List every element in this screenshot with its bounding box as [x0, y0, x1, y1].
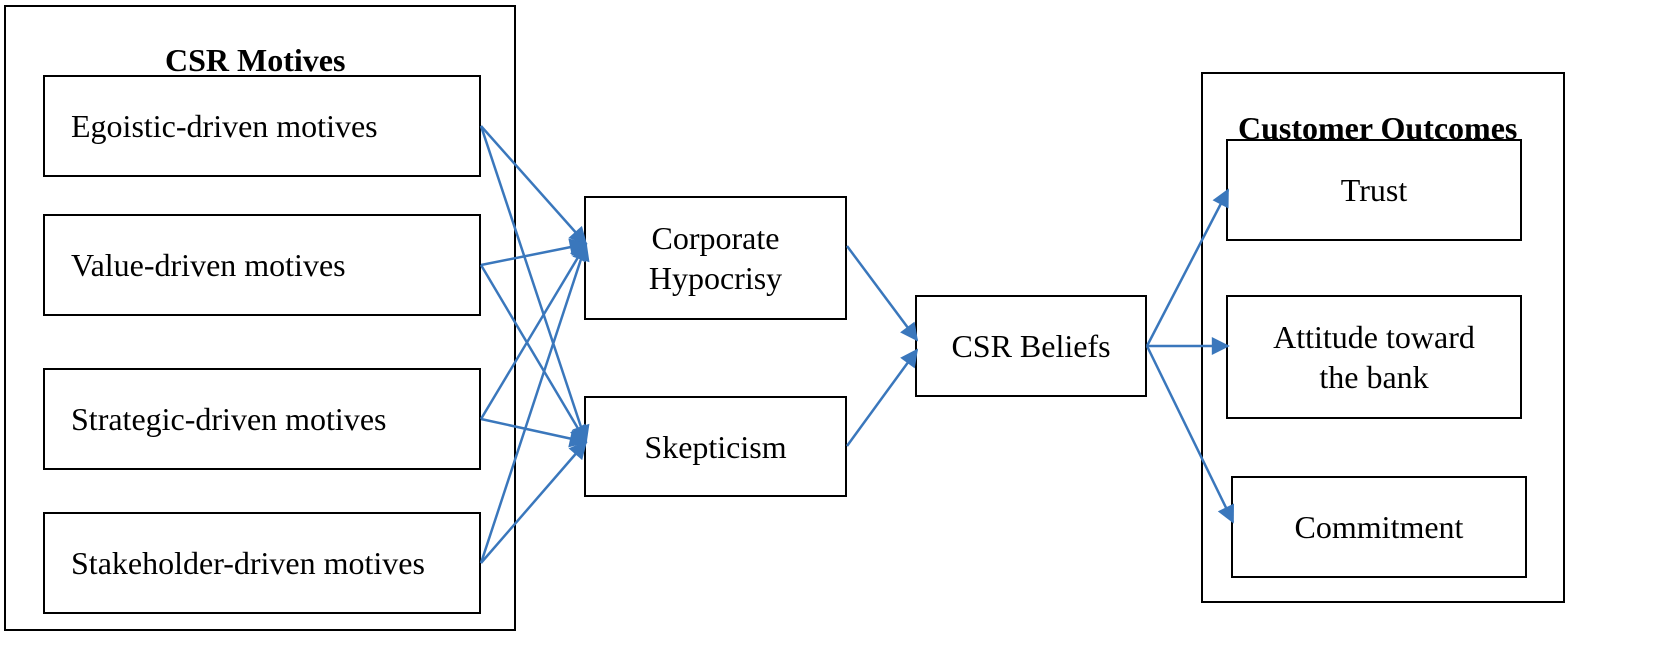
attitude-line-2: the bank [1319, 359, 1429, 395]
value-motives-box: Value-driven motives [43, 214, 481, 316]
arrow-value-to-skepticism [479, 264, 588, 444]
arrow-value-to-hypocrisy [480, 238, 588, 267]
commitment-label: Commitment [1294, 509, 1464, 545]
arrow-beliefs-to-trust [1145, 188, 1230, 347]
csr-beliefs-box: CSR Beliefs [915, 295, 1147, 397]
arrow-egoistic-to-hypocrisy [480, 125, 588, 246]
corporate-hypocrisy-line-2: Hypocrisy [648, 260, 783, 296]
value-motives-label: Value-driven motives [71, 247, 346, 283]
strategic-motives-box: Strategic-driven motives [43, 368, 481, 470]
egoistic-motives-label: Egoistic-driven motives [71, 108, 378, 144]
customer-outcomes-group [1201, 72, 1565, 603]
trust-label: Trust [1340, 172, 1408, 208]
arrow-hypocrisy-to-beliefs [845, 245, 919, 342]
strategic-motives-label: Strategic-driven motives [71, 401, 387, 437]
arrow-strategic-to-hypocrisy [479, 242, 588, 420]
attitude-box: Attitude toward the bank [1226, 295, 1522, 419]
arrow-skepticism-to-beliefs [845, 348, 919, 447]
egoistic-motives-box: Egoistic-driven motives [43, 75, 481, 177]
attitude-line-1: Attitude toward [1273, 319, 1475, 355]
corporate-hypocrisy-line-1: Corporate [651, 220, 780, 256]
skepticism-box: Skepticism [584, 396, 847, 497]
arrow-stakeholder-to-hypocrisy [479, 242, 590, 564]
csr-beliefs-label: CSR Beliefs [951, 328, 1111, 364]
skepticism-label: Skepticism [644, 428, 787, 465]
stakeholder-motives-box: Stakeholder-driven motives [43, 512, 481, 614]
arrow-beliefs-to-commitment [1145, 345, 1235, 524]
commitment-box: Commitment [1231, 476, 1527, 578]
trust-box: Trust [1226, 139, 1522, 241]
csr-motives-title: CSR Motives [165, 42, 346, 78]
stakeholder-motives-label: Stakeholder-driven motives [71, 545, 425, 581]
arrow-strategic-to-skepticism [480, 417, 588, 448]
arrow-egoistic-to-skepticism [479, 125, 590, 444]
csr-motives-group [4, 5, 516, 631]
arrow-stakeholder-to-skepticism [480, 440, 588, 564]
